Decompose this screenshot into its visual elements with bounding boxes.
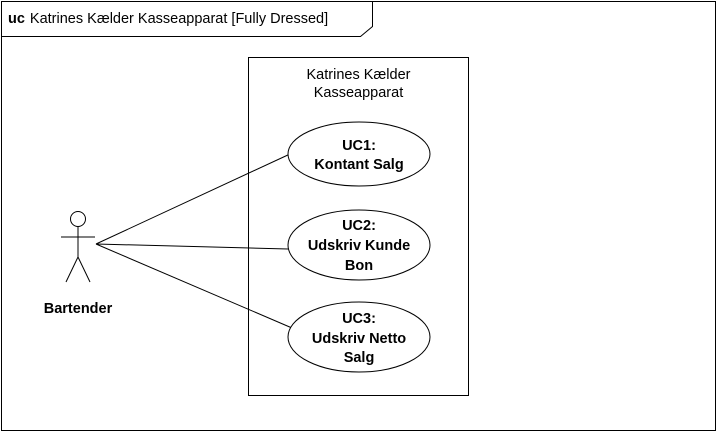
use-case-name: Udskriv Netto: [312, 331, 406, 347]
use-case-id: UC3:: [342, 311, 376, 327]
association-uc3[interactable]: [95, 243, 293, 329]
actor-head: [70, 211, 86, 227]
frame-title-tab: [1, 1, 373, 37]
use-case-id: UC1:: [342, 138, 376, 154]
actor-name: Bartender: [44, 301, 113, 317]
actor-left-leg: [65, 256, 79, 283]
use-case-name: Udskriv Kunde: [308, 238, 410, 254]
use-case-uc3[interactable]: UC3: Udskriv Netto Salg: [287, 301, 431, 373]
system-title-line1: Katrines Kælder: [307, 67, 411, 83]
actor-bartender[interactable]: [61, 211, 95, 283]
use-case-name: Kontant Salg: [314, 157, 403, 173]
association-uc1[interactable]: [95, 153, 291, 245]
use-case-uc1[interactable]: UC1: Kontant Salg: [287, 121, 431, 187]
frame-title-text: Katrines Kælder Kasseapparat [Fully Dres…: [30, 11, 328, 27]
association-uc2[interactable]: [95, 243, 289, 250]
system-title-line2: Kasseapparat: [314, 85, 403, 101]
use-case-id: UC2:: [342, 218, 376, 234]
use-case-ellipse: [287, 121, 431, 187]
use-case-ellipse: [287, 209, 431, 281]
use-case-name-cont: Bon: [345, 258, 373, 274]
use-case-ellipse: [287, 301, 431, 373]
frame-keyword: uc: [8, 11, 25, 27]
frame-title: uc Katrines Kælder Kasseapparat [Fully Dr…: [8, 11, 328, 27]
actor-right-leg: [77, 256, 91, 283]
use-case-name-cont: Salg: [344, 350, 375, 366]
use-case-uc2[interactable]: UC2: Udskriv Kunde Bon: [287, 209, 431, 281]
